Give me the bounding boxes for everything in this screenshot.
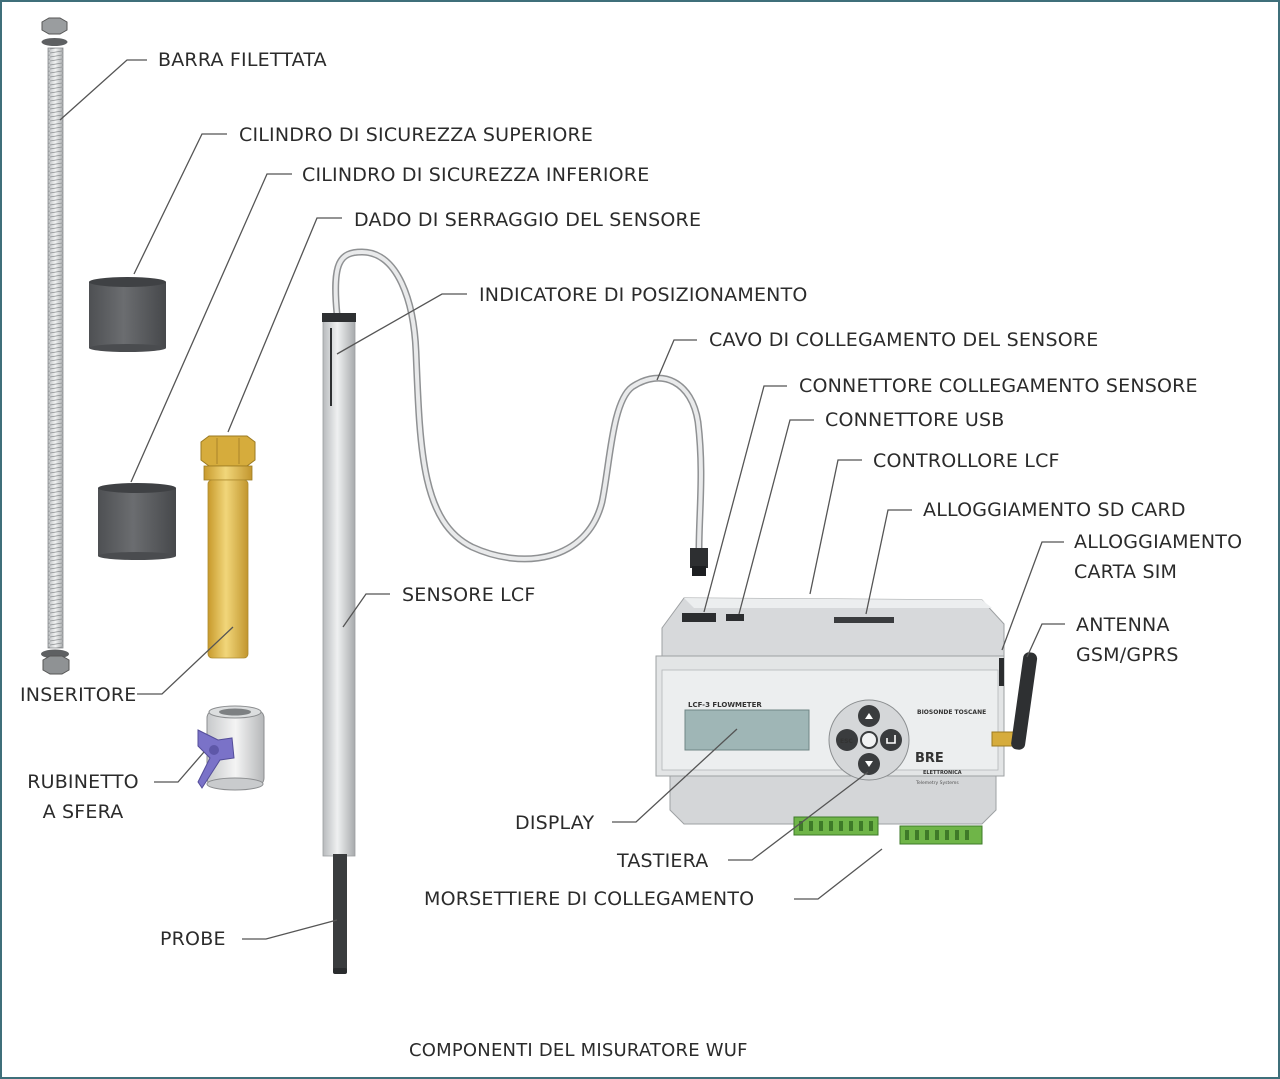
key-enter-icon — [886, 735, 896, 744]
label-morsettiere: MORSETTIERE DI COLLEGAMENTO — [424, 888, 755, 910]
device-brand-text: BIOSONDE TOSCANE — [917, 709, 986, 716]
label-cilindro-superiore: CILINDRO DI SICUREZZA SUPERIORE — [239, 124, 594, 146]
antenna — [991, 652, 1038, 750]
ball-valve — [197, 705, 265, 791]
label-indicatore: INDICATORE DI POSIZIONAMENTO — [479, 284, 808, 306]
device-model-text: LCF-3 FLOWMETER — [688, 701, 762, 709]
key-esc-label: ESC — [840, 738, 853, 745]
label-cilindro-inferiore: CILINDRO DI SICUREZZA INFERIORE — [302, 164, 650, 186]
label-antenna: ANTENNA GSM/GPRS — [1076, 614, 1179, 666]
label-inseritore: INSERITORE — [20, 684, 137, 706]
label-carta-sim: ALLOGGIAMENTO CARTA SIM — [1074, 531, 1243, 583]
lcf-sensor — [322, 313, 356, 974]
label-sensore: SENSORE LCF — [402, 584, 536, 606]
threaded-rod — [41, 17, 70, 675]
label-connettore-sensore: CONNETTORE COLLEGAMENTO SENSORE — [799, 375, 1198, 397]
label-display: DISPLAY — [515, 812, 595, 834]
label-controllore: CONTROLLORE LCF — [873, 450, 1060, 472]
device-logo-sub-text: ELETTRONICA — [923, 770, 962, 776]
brass-inserter — [200, 435, 256, 659]
key-down-icon — [865, 761, 873, 767]
label-tastiera: TASTIERA — [617, 850, 709, 872]
lcf-controller: LCF-3 FLOWMETER ESC BIOSONDE TOSCANE BRE… — [655, 597, 1005, 845]
label-barra-filettata: BARRA FILETTATA — [158, 49, 327, 71]
diagram-caption: COMPONENTI DEL MISURATORE WUF — [409, 1040, 748, 1061]
label-rubinetto: RUBINETTO A SFERA — [27, 771, 139, 823]
upper-safety-cylinder — [89, 277, 166, 352]
label-probe: PROBE — [160, 928, 226, 950]
device-logo-text: BRE — [915, 751, 944, 766]
key-up-icon — [865, 713, 873, 719]
lower-safety-cylinder — [98, 483, 176, 560]
leader-lines — [59, 59, 1065, 940]
label-dado-serraggio: DADO DI SERRAGGIO DEL SENSORE — [354, 209, 702, 231]
label-sd-card: ALLOGGIAMENTO SD CARD — [923, 499, 1186, 521]
sensor-cable — [332, 248, 708, 576]
label-cavo: CAVO DI COLLEGAMENTO DEL SENSORE — [709, 329, 1099, 351]
label-connettore-usb: CONNETTORE USB — [825, 409, 1005, 431]
device-logo-tag-text: Telemetry Systems — [915, 780, 959, 786]
terminal-blocks — [793, 816, 983, 845]
